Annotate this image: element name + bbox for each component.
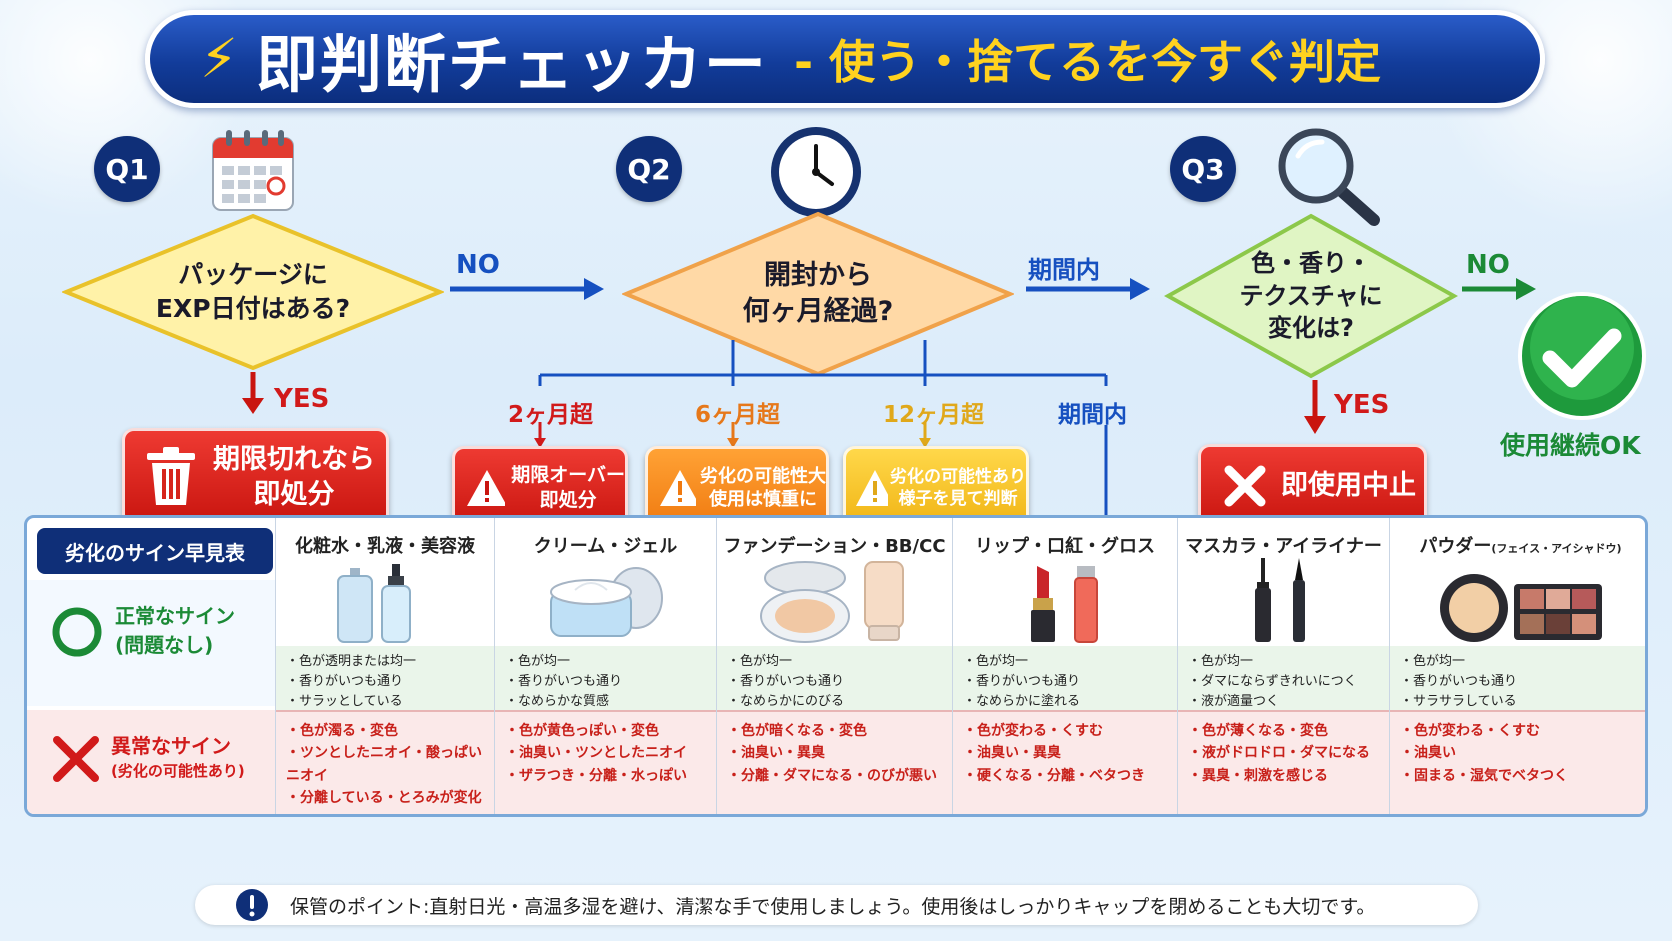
q1-question: パッケージに EXP日付はある? (155, 260, 351, 323)
normal-signs: ・色が均一・ダマにならずきれいにつく・液が適量つく (1178, 646, 1389, 710)
storage-tip-bar: 保管のポイント:直射日光・高温多湿を避け、清潔な手で使用しましょう。使用後はしっ… (195, 885, 1478, 925)
column-header: マスカラ・アイライナー (1185, 536, 1382, 557)
column-foundation: ファンデーション・BB/CC ・色が均一・香りがいつも通り・なめらかにのびる ・… (716, 518, 952, 814)
result-stop-use: 即使用中止 (1198, 444, 1427, 528)
abnormal-row-label: 異常なサイン (劣化の可能性あり) (27, 710, 275, 814)
trash-icon (147, 447, 195, 505)
degradation-sign-table: 劣化のサイン早見表 正常なサイン (問題なし) 異常なサイン (劣化の可能性あり… (24, 515, 1648, 817)
abnormal-signs: ・色が黄色っぽい・変色・油臭い・ツンとしたニオイ・ザラつき・分離・水っぽい (495, 710, 716, 814)
q1-result-discard: 期限切れなら 即処分 (122, 428, 389, 526)
q2-right-arrow (1026, 278, 1150, 300)
q2-badge: Q2 (616, 136, 682, 202)
column-toner: 化粧水・乳液・美容液 ・色が透明または均一・香りがいつも通り・サラッとしている … (275, 518, 494, 814)
lightning-icon: ⚡ (200, 27, 238, 90)
table-columns: 化粧水・乳液・美容液 ・色が透明または均一・香りがいつも通り・サラッとしている … (275, 518, 1645, 814)
column-lip: リップ・口紅・グロス ・色が均一・香りがいつも通り・なめらかに塗れる ・色が変わ… (952, 518, 1177, 814)
column-header: リップ・口紅・グロス (975, 536, 1155, 557)
q1-no-arrow (450, 278, 604, 300)
clock-icon (771, 127, 861, 217)
normal-signs: ・色が均一・香りがいつも通り・なめらかに塗れる (953, 646, 1177, 710)
q3-yes-arrow (1304, 380, 1326, 434)
abnormal-signs: ・色が暗くなる・変色・油臭い・異臭・分離・ダマになる・のびが悪い (717, 710, 952, 814)
table-title: 劣化のサイン早見表 (37, 528, 273, 574)
continue-ok-label: 使用継続OK (1500, 431, 1641, 460)
column-powder: パウダー(フェイス・アイシャドウ) ・色が均一・香りがいつも通り・サラサラしてい… (1389, 518, 1645, 814)
normal-signs: ・色が均一・香りがいつも通り・サラサラしている (1390, 646, 1645, 710)
q3-no-label: NO (1466, 250, 1510, 280)
storage-tip-text: 保管のポイント:直射日光・高温多湿を避け、清潔な手で使用しましょう。使用後はしっ… (290, 895, 1376, 918)
column-header: 化粧水・乳液・美容液 (295, 536, 475, 557)
column-header: ファンデーション・BB/CC (723, 536, 946, 557)
column-cream: クリーム・ジェル ・色が均一・香りがいつも通り・なめらかな質感 ・色が黄色っぽい… (494, 518, 716, 814)
abnormal-signs: ・色が濁る・変色・ツンとしたニオイ・酸っぱいニオイ・分離している・とろみが変化 (276, 710, 494, 814)
calendar-icon (212, 130, 294, 211)
q1-badge: Q1 (94, 136, 160, 202)
branch-2m-label: 2ヶ月超 (508, 402, 594, 428)
q1-yes-arrow (242, 372, 264, 414)
powder-palette-illustration (1390, 554, 1645, 644)
abnormal-signs: ・色が薄くなる・変色・液がドロドロ・ダマになる・異臭・刺激を感じる (1178, 710, 1389, 814)
mascara-illustration (1178, 554, 1389, 644)
foundation-illustration (717, 554, 952, 644)
exclamation-icon (236, 889, 268, 921)
warning-icon (660, 470, 696, 506)
circle-ok-icon (52, 607, 102, 657)
branch-12m-label: 12ヶ月超 (883, 402, 985, 428)
normal-signs: ・色が均一・香りがいつも通り・なめらかな質感 (495, 646, 716, 710)
bottles-illustration (276, 554, 494, 644)
normal-signs: ・色が透明または均一・香りがいつも通り・サラッとしている (276, 646, 494, 710)
page-subtitle: - 使う・捨てるを今すぐ判定 (793, 35, 1382, 89)
title-banner: ⚡ 即判断チェッカー - 使う・捨てるを今すぐ判定 (145, 10, 1545, 108)
abnormal-signs: ・色が変わる・くすむ・油臭い・異臭・硬くなる・分離・ベタつき (953, 710, 1177, 814)
branch-within-label: 期間内 (1058, 402, 1127, 428)
cream-jar-illustration (495, 554, 716, 644)
warning-icon (856, 470, 888, 506)
warning-icon (467, 470, 506, 506)
branch-6m-label: 6ヶ月超 (695, 402, 781, 428)
check-icon (1518, 292, 1646, 420)
abnormal-signs: ・色が変わる・くすむ・油臭い・固まる・湿気でベタつく (1390, 710, 1645, 814)
column-header: クリーム・ジェル (533, 536, 678, 557)
magnifier-icon (1278, 128, 1380, 226)
cross-icon (53, 736, 99, 782)
q3-question: 色・香り・ テクスチャに 変化は? (1239, 249, 1383, 343)
q1-no-label: NO (456, 250, 500, 280)
normal-row-label: 正常なサイン (問題なし) (27, 580, 275, 706)
column-header: パウダー(フェイス・アイシャドウ) (1419, 536, 1622, 557)
q3-badge: Q3 (1170, 136, 1236, 202)
q3-diamond (1164, 213, 1458, 379)
page-title: 即判断チェッカー (255, 28, 768, 101)
q1-yes-label: YES (274, 384, 330, 414)
column-mascara: マスカラ・アイライナー ・色が均一・ダマにならずきれいにつく・液が適量つく ・色… (1177, 518, 1389, 814)
q3-no-arrow (1462, 278, 1536, 300)
q3-yes-label: YES (1334, 390, 1390, 420)
q2-question: 開封から 何ヶ月経過? (742, 259, 894, 327)
q2-within-label: 期間内 (1028, 256, 1100, 284)
normal-signs: ・色が均一・香りがいつも通り・なめらかにのびる (717, 646, 952, 710)
x-icon (1224, 465, 1266, 507)
lipstick-illustration (953, 554, 1177, 644)
q1-diamond (62, 213, 444, 371)
